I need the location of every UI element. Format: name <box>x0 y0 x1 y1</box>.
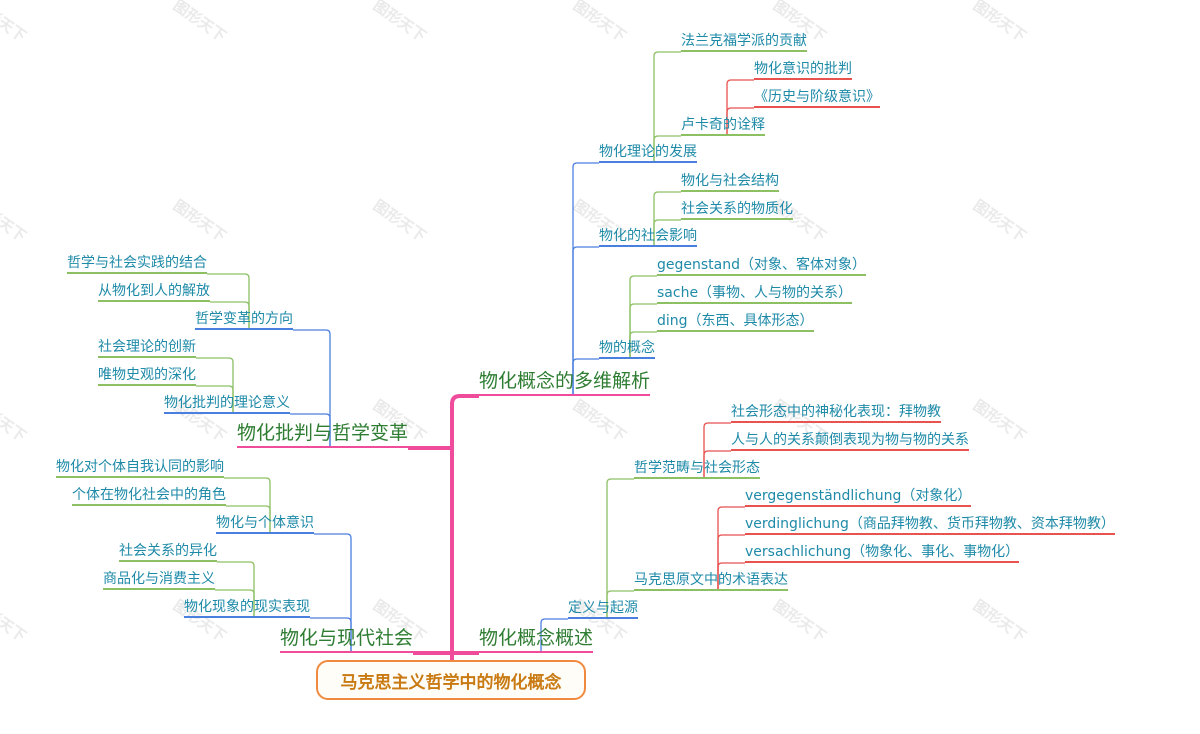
node-o[interactable]: 物化概念概述 <box>479 629 594 653</box>
node-a2a[interactable]: 物化与社会结构 <box>681 174 779 192</box>
watermark-text: 图形天下 <box>569 396 630 446</box>
watermark-text: 图形天下 <box>569 0 630 46</box>
watermark-text: 图形天下 <box>169 0 230 46</box>
watermark-text: 图形天下 <box>969 396 1030 446</box>
node-a1b1[interactable]: 物化意识的批判 <box>754 62 852 80</box>
node-o1a1[interactable]: 社会形态中的神秘化表现：拜物教 <box>731 405 941 423</box>
node-a1a[interactable]: 法兰克福学派的贡献 <box>681 34 807 52</box>
watermark-text: 图形天下 <box>969 0 1030 46</box>
node-a1b2[interactable]: 《历史与阶级意识》 <box>754 90 880 108</box>
node-c1b[interactable]: 从物化到人的解放 <box>98 284 210 302</box>
node-o1b3[interactable]: versachlichung（物象化、事化、事物化） <box>745 545 1020 563</box>
node-c[interactable]: 物化批判与哲学变革 <box>237 424 409 448</box>
node-m2[interactable]: 物化现象的现实表现 <box>184 600 310 618</box>
watermark-text: 图形天下 <box>0 0 30 46</box>
connector-line <box>606 478 634 619</box>
node-o1b2[interactable]: verdinglichung（商品拜物教、货币拜物教、资本拜物教） <box>745 517 1115 535</box>
node-o1a2[interactable]: 人与人的关系颠倒表现为物与物的关系 <box>731 433 969 451</box>
watermark-text: 图形天下 <box>169 196 230 246</box>
node-c2a[interactable]: 社会理论的创新 <box>98 340 196 358</box>
node-a1[interactable]: 物化理论的发展 <box>599 145 697 163</box>
node-m2a[interactable]: 社会关系的异化 <box>119 544 217 562</box>
node-a1b[interactable]: 卢卡奇的诠释 <box>681 118 765 136</box>
watermark-text: 图形天下 <box>0 396 30 446</box>
watermark-text: 图形天下 <box>0 196 30 246</box>
node-a3b[interactable]: sache（事物、人与物的关系） <box>657 286 853 304</box>
watermark-text: 图形天下 <box>369 0 430 46</box>
connector-line <box>450 394 479 660</box>
root-node[interactable]: 马克思主义哲学中的物化概念 <box>316 660 586 700</box>
node-a3a[interactable]: gegenstand（对象、客体对象） <box>657 258 866 276</box>
watermark-text: 图形天下 <box>769 596 830 646</box>
watermark-text: 图形天下 <box>969 196 1030 246</box>
node-m2b[interactable]: 商品化与消费主义 <box>103 572 215 590</box>
node-o1a[interactable]: 哲学范畴与社会形态 <box>634 461 760 479</box>
watermark-text: 图形天下 <box>0 596 30 646</box>
node-m1[interactable]: 物化与个体意识 <box>216 516 314 534</box>
node-a3[interactable]: 物的概念 <box>599 341 655 359</box>
root-node-label: 马克思主义哲学中的物化概念 <box>340 672 562 693</box>
node-o1b1[interactable]: vergegenständlichung（对象化） <box>745 489 972 507</box>
node-a3c[interactable]: ding（东西、具体形态） <box>657 314 814 332</box>
node-m[interactable]: 物化与现代社会 <box>280 629 414 653</box>
node-c2[interactable]: 物化批判的理论意义 <box>164 396 290 414</box>
node-c1[interactable]: 哲学变革的方向 <box>195 312 293 330</box>
node-o1[interactable]: 定义与起源 <box>568 601 638 619</box>
node-o1b[interactable]: 马克思原文中的术语表达 <box>634 573 788 591</box>
node-a2b[interactable]: 社会关系的物质化 <box>681 202 793 220</box>
node-a2[interactable]: 物化的社会影响 <box>599 229 697 247</box>
watermark-text: 图形天下 <box>969 596 1030 646</box>
node-a[interactable]: 物化概念的多维解析 <box>479 372 651 396</box>
node-m1a[interactable]: 物化对个体自我认同的影响 <box>56 460 224 478</box>
node-c1a[interactable]: 哲学与社会实践的结合 <box>67 256 207 274</box>
watermark-text: 图形天下 <box>369 196 430 246</box>
node-m1b[interactable]: 个体在物化社会中的角色 <box>72 488 226 506</box>
node-c2b[interactable]: 唯物史观的深化 <box>98 368 196 386</box>
